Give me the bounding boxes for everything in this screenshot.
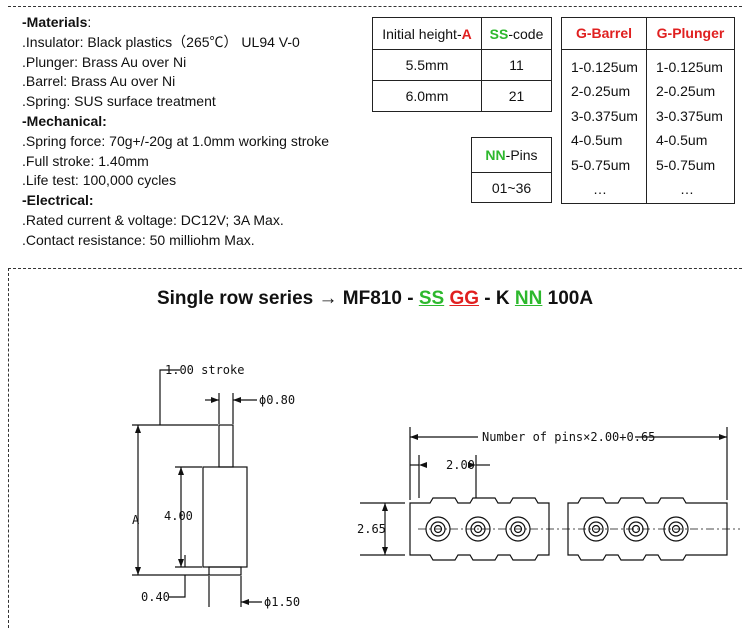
height-label: 2.65 xyxy=(357,522,386,536)
pin-circle xyxy=(588,521,604,537)
spec-plunger: .Plunger: Brass Au over Ni xyxy=(22,53,187,70)
divider-left xyxy=(8,268,9,628)
pin-circle xyxy=(671,524,681,534)
pitch-label: 2.00 xyxy=(446,458,475,472)
pin-circle xyxy=(505,516,531,542)
spec-barrel: .Barrel: Brass Au over Ni xyxy=(22,73,176,90)
divider-middle xyxy=(8,268,742,269)
height-header: Initial height-A xyxy=(372,17,482,50)
pin-circle xyxy=(470,521,486,537)
pin-circle xyxy=(425,516,451,542)
pin-circle xyxy=(663,516,689,542)
dia-bottom-label: ϕ1.50 xyxy=(264,595,300,609)
spec-life-test: .Life test: 100,000 cycles xyxy=(22,172,177,189)
mechanical-heading: -Mechanical: xyxy=(22,112,107,129)
pins-header: NN-Pins xyxy=(471,137,552,173)
pin-circle xyxy=(668,521,684,537)
spec-list: -Materials: .Insulator: Black plastics（2… xyxy=(22,13,329,251)
series-code: Single row series → MF810 - SS GG - K NN… xyxy=(156,288,594,309)
base-shape xyxy=(208,566,242,576)
pin-circle xyxy=(628,521,644,537)
pin-circle xyxy=(623,516,649,542)
spec-rated: .Rated current & voltage: DC12V; 3A Max. xyxy=(22,211,284,228)
materials-heading: -Materials xyxy=(22,14,88,30)
spec-spring: .Spring: SUS surface treatment xyxy=(22,93,216,110)
dim-body-label: 4.00 xyxy=(164,509,193,523)
pin-circle xyxy=(473,524,483,534)
table-row: 5.5mm 11 xyxy=(372,49,552,81)
g-barrel-header: G-Barrel xyxy=(575,25,633,41)
plunger-shape xyxy=(218,424,234,468)
pin-circle xyxy=(465,516,491,542)
pin-circle xyxy=(631,524,641,534)
dim-a-label: A xyxy=(132,513,140,527)
ss-code-header: SS-code xyxy=(481,17,552,50)
dia-top-label: ϕ0.80 xyxy=(259,393,295,407)
height-code-table: Initial height-A SS-code 5.5mm 11 6.0mm … xyxy=(372,17,552,112)
spec-contact: .Contact resistance: 50 milliohm Max. xyxy=(22,231,255,248)
stroke-label: 1.00 stroke xyxy=(165,363,244,377)
spec-insulator: .Insulator: Black plastics（265℃） UL94 V-… xyxy=(22,33,300,50)
pins-table: NN-Pins 01~36 xyxy=(471,137,552,203)
dim-base-label: 0.40 xyxy=(141,590,170,604)
pin-circle xyxy=(430,521,446,537)
pin-circle xyxy=(583,516,609,542)
pins-formula-label: Number of pins×2.00+0.65 xyxy=(482,430,655,444)
pin-circle xyxy=(513,524,523,534)
pin-circle xyxy=(510,521,526,537)
pin-circle xyxy=(591,524,601,534)
g-plunger-header: G-Plunger xyxy=(656,25,725,41)
pin-circle xyxy=(433,524,443,534)
spec-full-stroke: .Full stroke: 1.40mm xyxy=(22,152,149,169)
barrel-shape xyxy=(202,466,248,568)
divider-top xyxy=(8,6,742,7)
table-row: 6.0mm 21 xyxy=(372,80,552,112)
spec-spring-force: .Spring force: 70g+/-20g at 1.0mm workin… xyxy=(22,132,329,149)
electrical-heading: -Electrical: xyxy=(22,192,94,209)
pins-range: 01~36 xyxy=(471,172,552,203)
